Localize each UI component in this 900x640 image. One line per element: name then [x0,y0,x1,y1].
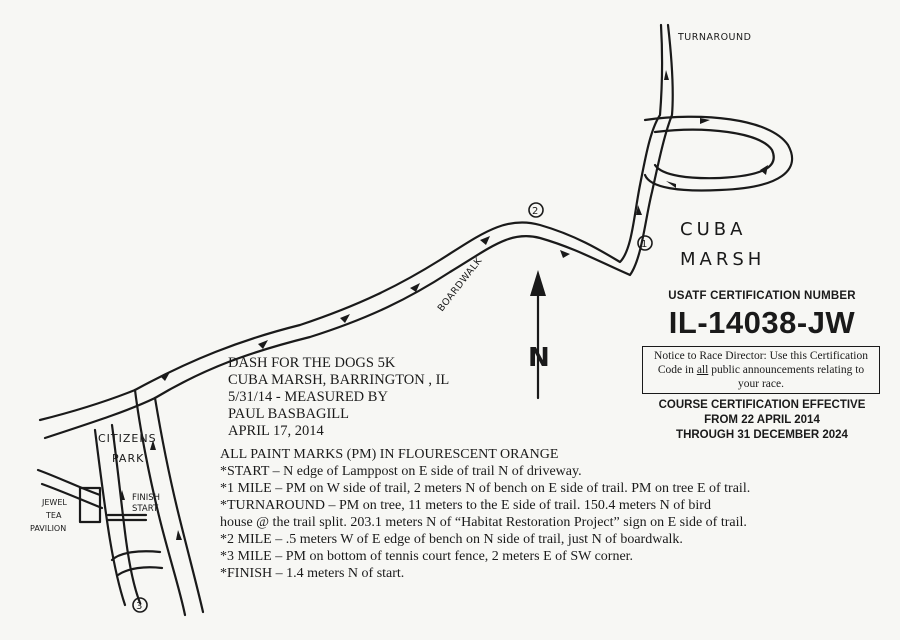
jewel-tea-label-3: PAVILION [30,524,66,533]
measurer-name: PAUL BASBAGILL [228,406,349,422]
measured-date: APRIL 17, 2014 [228,423,324,439]
notice-text-2: public announcements relating to your ra… [708,364,865,390]
direction-arrow [340,314,350,323]
mile-marker-3-circle [132,597,148,613]
paint-mark-mile-3: *3 MILE – PM on bottom of tennis court f… [220,549,634,564]
park-road-a [93,428,127,607]
paint-marks: ALL PAINT MARKS (PM) IN FLOURESCENT ORAN… [220,446,750,582]
north-label: N [528,343,550,373]
mile-marker-2: 2 [532,206,538,217]
trail-west-b [43,396,157,440]
citizens-park-label-2: PARK [112,452,144,465]
paint-mark-finish: *FINISH – 1.4 meters N of start. [220,566,405,581]
turnaround-loop-outer [643,115,794,192]
effective-line-1: COURSE CERTIFICATION EFFECTIVE [658,399,866,411]
race-name: DASH FOR THE DOGS 5K [228,355,396,371]
race-date-measured: 5/31/14 - MEASURED BY [228,389,388,405]
mile-marker-1: 1 [641,239,647,250]
paint-marks-heading: ALL PAINT MARKS (PM) IN FLOURESCENT ORAN… [220,447,559,462]
jewel-tea-label-1: JEWEL [41,498,67,507]
trail-west-a [38,388,137,422]
paint-mark-mile-1: *1 MILE – PM on W side of trail, 2 meter… [220,481,751,496]
start-label: START [132,504,159,514]
trail-edge-outer [133,23,664,392]
direction-arrow [560,250,570,258]
notice-emphasis: all [696,364,709,376]
course-info: DASH FOR THE DOGS 5K CUBA MARSH, BARRING… [228,355,449,440]
direction-arrow [480,236,490,245]
direction-arrow [636,205,642,215]
park-connector [36,468,104,510]
park-loop [110,550,164,577]
effective-line-3: THROUGH 31 DECEMBER 2024 [676,429,848,441]
direction-arrow [176,530,182,540]
park-road-b [110,423,142,605]
effective-line-2: FROM 22 APRIL 2014 [704,414,820,426]
direction-arrow [120,490,125,500]
direction-arrow [664,70,669,80]
race-director-notice: Notice to Race Director: Use this Certif… [642,346,880,394]
paint-mark-start: *START – N edge of Lamppost on E side of… [220,464,582,479]
pavilion-building [78,486,102,524]
direction-arrow [666,181,676,188]
direction-arrow [700,118,710,124]
mile-marker-3: 3 [136,601,142,612]
direction-arrow [760,165,768,175]
turnaround-loop-inner [653,128,775,180]
mile-marker-1-circle [637,235,653,251]
trail-edge-inner [153,23,674,400]
cuba-marsh-line-2: MARSH [680,249,766,270]
certification-block: USATF CERTIFICATION NUMBER IL-14038-JW N… [640,290,884,443]
cuba-marsh-label: CUBA MARSH [680,215,765,275]
certification-label: USATF CERTIFICATION NUMBER [668,290,856,302]
paint-mark-mile-2: *2 MILE – .5 meters W of E edge of bench… [220,532,683,547]
finish-start-mark [106,513,148,522]
cuba-marsh-line-1: CUBA [680,219,747,240]
race-location: CUBA MARSH, BARRINGTON , IL [228,372,450,388]
mile-marker-2-circle [528,202,544,218]
paint-mark-turnaround: *TURNAROUND – PM on tree, 11 meters to t… [220,498,711,513]
trail-down-b [153,396,205,614]
citizens-park-label-1: CITIZENS [98,432,157,445]
turnaround-label: TURNAROUND [677,32,751,43]
paint-mark-turnaround-cont: house @ the trail split. 203.1 meters N … [220,515,747,530]
direction-arrow [410,283,420,292]
direction-arrow [150,440,156,450]
notice-text-1: Notice to Race Director: Use this Certif… [654,350,868,376]
direction-arrow [258,340,268,349]
boardwalk-label: BOARDWALK [436,255,485,314]
certification-code: IL-14038-JW [668,305,856,340]
jewel-tea-label-2: TEA [45,511,62,520]
trail-down-a [133,388,187,617]
direction-arrow [160,372,170,381]
certification-effective: COURSE CERTIFICATION EFFECTIVE FROM 22 A… [640,398,884,443]
finish-label: FINISH [132,493,160,503]
north-arrow-head [530,270,546,296]
